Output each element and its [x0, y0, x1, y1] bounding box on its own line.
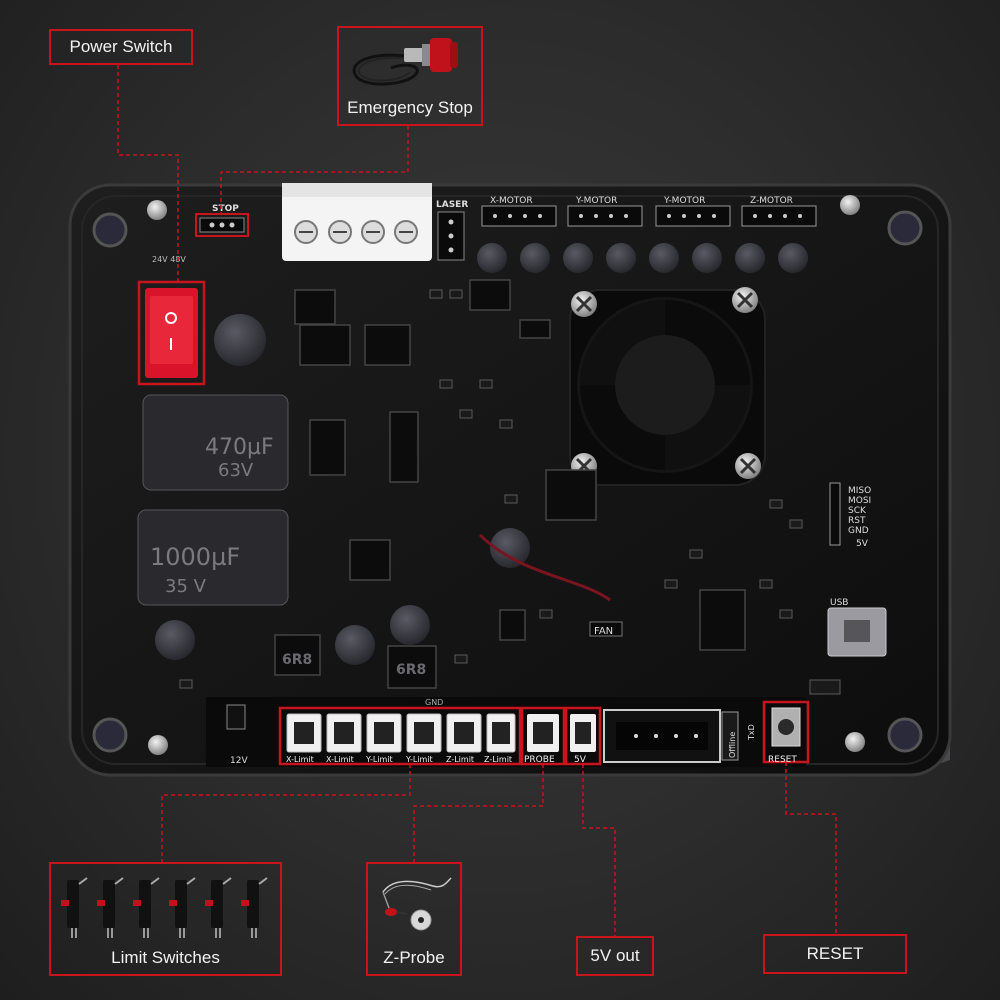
emergency-stop-leader [220, 126, 409, 214]
z-probe-label: Z-Probe [383, 948, 445, 967]
cap-470-silk: 470µF [205, 435, 274, 460]
motor-headers: X-MOTOR Y-MOTOR Y-MOTOR Z-MOTOR [481, 196, 817, 227]
isp-5v-silk: 5V [856, 539, 869, 549]
z-probe-callout: Z-Probe [366, 862, 462, 976]
z-probe-icon [382, 877, 452, 931]
isp-gnd-silk: GND [848, 526, 869, 536]
fan-silk: FAN [594, 626, 613, 637]
isp-rst-silk: RST [848, 516, 866, 526]
limit-switches-label: Limit Switches [111, 948, 220, 967]
laser-silk: LASER [436, 200, 468, 210]
left-acrylic-rail [78, 190, 120, 770]
stop-silk: STOP [212, 204, 239, 214]
cooling-fan [569, 287, 766, 486]
y-motor-1-silk: Y-MOTOR [575, 196, 617, 206]
five-v-out-callout: 5V out [576, 936, 654, 976]
cap-470-voltage-silk: 63V [218, 460, 254, 481]
z-motor-silk: Z-MOTOR [750, 196, 793, 206]
isp-miso-silk: MISO [848, 486, 871, 496]
reset-callout: RESET [763, 934, 907, 974]
reset-button [771, 707, 801, 747]
five-v-leader [582, 764, 616, 936]
cap-1000-voltage-silk: 35 V [165, 576, 207, 597]
cap-1000-silk: 1000µF [150, 543, 240, 571]
limit-switch-icons [61, 877, 268, 939]
power-switch [145, 288, 198, 378]
corner-screws [92, 195, 923, 755]
power-switch-label: Power Switch [69, 37, 173, 56]
limit-port-label-6: Z-Limit [484, 755, 512, 764]
power-switch-callout: Power Switch [49, 29, 193, 65]
limit-port-label-3: Y-Limit [365, 755, 393, 764]
usb-silk: USB [830, 598, 848, 608]
limit-port-label-2: X-Limit [326, 755, 354, 764]
x-motor-silk: X-MOTOR [490, 196, 533, 206]
five-v-out-label: 5V out [590, 946, 640, 965]
limit-switches-callout: Limit Switches [49, 862, 282, 976]
limit-switch-leader [161, 764, 411, 862]
emergency-stop-label: Emergency Stop [347, 98, 473, 117]
limit-port-label-4: Y-Limit [405, 755, 433, 764]
reset-silk: RESET [768, 755, 797, 765]
voltage-silk: 24V 48V [152, 255, 186, 264]
right-acrylic-rail [920, 190, 950, 770]
power-terminal [282, 183, 432, 261]
probe-silk: PROBE [524, 755, 555, 765]
inductor-1-silk: 6R8 [282, 652, 312, 668]
reset-leader [785, 762, 837, 934]
reset-label: RESET [806, 944, 864, 963]
limit-port-label-1: X-Limit [286, 755, 314, 764]
isp-mosi-silk: MOSI [848, 496, 871, 506]
txd-silk: TxD [747, 724, 756, 741]
offline-silk: Offline [728, 732, 737, 758]
five-v-silk: 5V [574, 755, 587, 765]
usb-port [827, 607, 887, 657]
emergency-stop-callout: Emergency Stop [337, 26, 483, 126]
board-body [68, 183, 952, 777]
inductor-2-silk: 6R8 [396, 662, 426, 678]
y-motor-2-silk: Y-MOTOR [663, 196, 705, 206]
limit-port-label-5: Z-Limit [446, 755, 474, 764]
emergency-stop-icon [352, 38, 458, 86]
probe-leader [413, 764, 544, 862]
power-switch-leader [117, 65, 179, 282]
isp-sck-silk: SCK [848, 506, 867, 516]
twelve-v-silk: 12V [230, 756, 248, 766]
gnd-silk: GND [425, 698, 443, 707]
